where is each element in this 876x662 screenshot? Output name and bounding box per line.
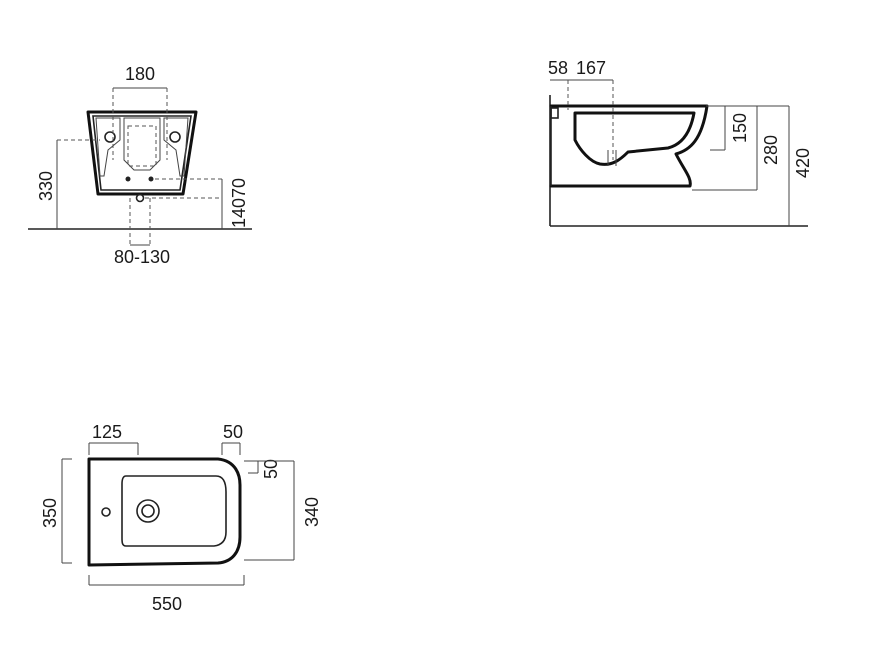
dim-340-label: 340 — [302, 497, 322, 527]
dim-70-label: 70 — [229, 178, 249, 198]
front-bolt-left — [125, 176, 131, 182]
dim-420-label: 420 — [793, 148, 813, 178]
top-tap-hole — [101, 507, 111, 517]
dim-167-label: 167 — [576, 58, 606, 78]
dim-550-label: 550 — [152, 594, 182, 614]
front-drain-outlet — [135, 193, 145, 203]
dim-50-top-label: 50 — [223, 422, 243, 442]
side-bowl-outline — [549, 104, 709, 188]
top-view: 125 50 50 350 340 550 — [40, 422, 322, 614]
dim-280-label: 280 — [761, 135, 781, 165]
front-left-fixing-hole — [104, 131, 116, 143]
top-outer-outline — [87, 457, 242, 567]
top-drain-inner — [141, 504, 155, 518]
dim-140-label: 140 — [229, 198, 249, 228]
front-view: 180 330 70 140 80-130 — [28, 64, 252, 267]
dim-125-label: 125 — [92, 422, 122, 442]
dim-150-label: 150 — [730, 113, 750, 143]
front-center-box — [127, 125, 157, 167]
side-inner-basin — [573, 111, 696, 166]
dim-180-label: 180 — [125, 64, 155, 84]
front-bolt-right — [148, 176, 154, 182]
dim-330-label: 330 — [36, 171, 56, 201]
top-drain-outer — [136, 499, 160, 523]
dim-80-130-label: 80-130 — [114, 247, 170, 267]
dim-350-label: 350 — [40, 498, 60, 528]
dim-58-label: 58 — [548, 58, 568, 78]
front-inner-rim — [92, 115, 192, 191]
side-wall-bracket — [550, 107, 559, 119]
front-right-fixing-hole — [169, 131, 181, 143]
dim-50-right-label: 50 — [261, 459, 281, 479]
front-right-cavity — [163, 117, 189, 177]
front-left-cavity — [95, 117, 121, 177]
front-center-recess — [123, 117, 161, 171]
side-view: 58 167 150 280 420 — [548, 58, 813, 227]
top-inner-basin — [121, 475, 227, 547]
front-bowl-outline — [86, 110, 198, 196]
